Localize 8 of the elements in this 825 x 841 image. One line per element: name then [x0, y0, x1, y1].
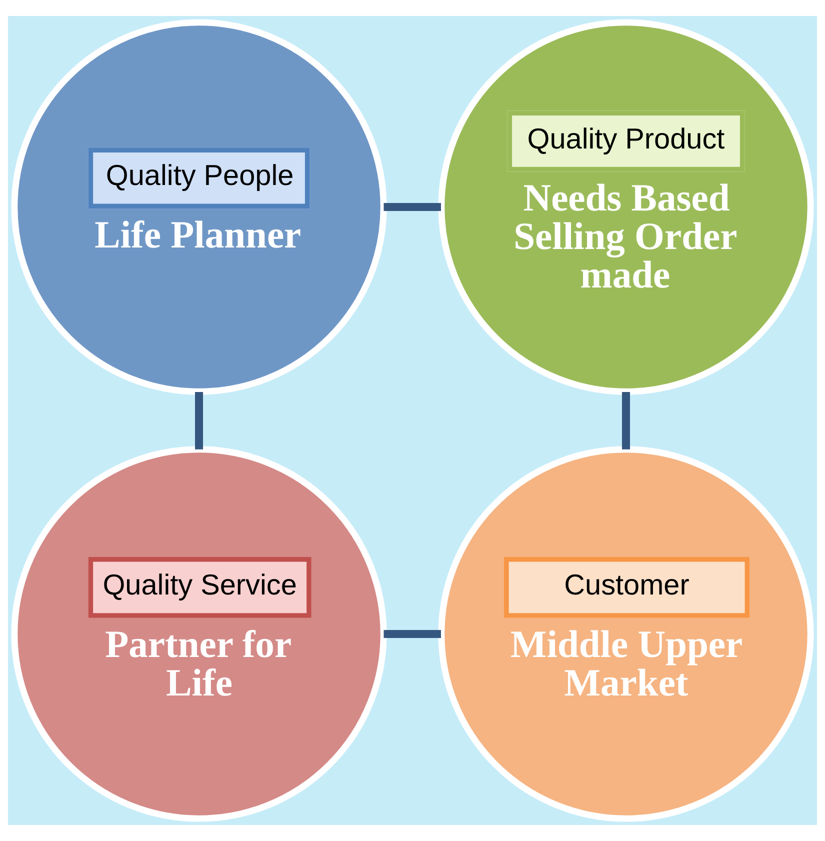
node-circle: Quality Service Partner for Life	[11, 446, 387, 822]
connector	[384, 203, 441, 212]
connector	[195, 392, 204, 450]
connector	[384, 630, 441, 638]
node-circle: Customer Middle Upper Market	[438, 446, 814, 822]
node-circle: Quality People Life Planner	[11, 19, 387, 395]
connector	[622, 392, 630, 450]
node-circle: Quality Product Needs Based Selling Order made	[438, 19, 814, 395]
